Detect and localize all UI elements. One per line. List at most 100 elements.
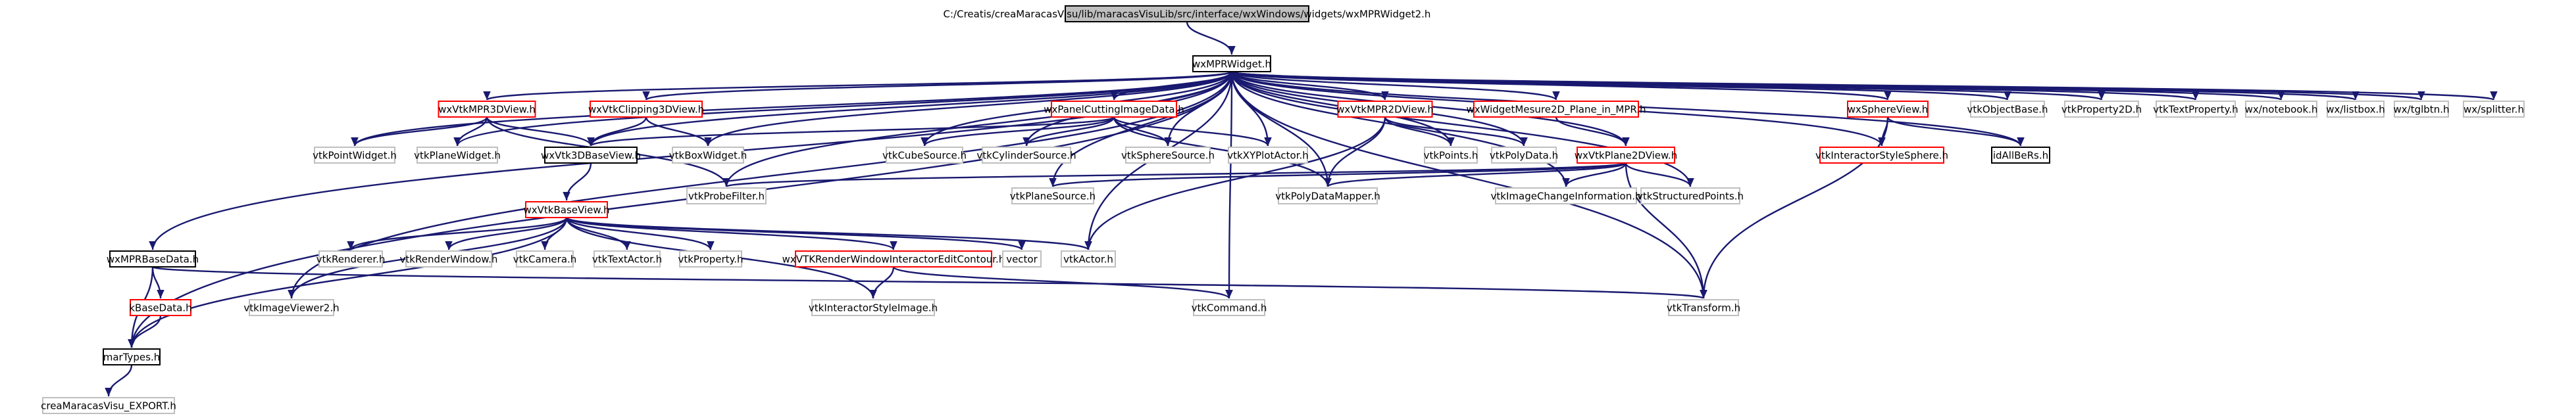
- node-box[interactable]: [438, 101, 536, 118]
- node-vtkPoints[interactable]: vtkPoints.h: [1424, 147, 1478, 164]
- node-wxVtkPlane2DView[interactable]: wxVtkPlane2DView.h: [1575, 147, 1677, 164]
- node-box[interactable]: [1991, 147, 2050, 164]
- node-vtkCommand[interactable]: vtkCommand.h: [1192, 299, 1267, 316]
- node-vtkCamera[interactable]: vtkCamera.h: [513, 250, 577, 268]
- node-box[interactable]: [405, 250, 492, 268]
- node-vtkPointWidget[interactable]: vtkPointWidget.h: [313, 147, 397, 164]
- node-marTypes[interactable]: marTypes.h: [103, 348, 161, 365]
- node-vtkRenderer[interactable]: vtkRenderer.h: [316, 250, 386, 268]
- node-box[interactable]: [795, 250, 992, 268]
- node-vtkPlaneWidget[interactable]: vtkPlaneWidget.h: [414, 147, 501, 164]
- node-box[interactable]: [109, 250, 196, 268]
- node-box[interactable]: [2064, 101, 2139, 118]
- node-box[interactable]: [811, 299, 935, 316]
- node-wxtglbtn[interactable]: wx/tglbtn.h: [2394, 101, 2450, 118]
- node-vtkProbeFilter[interactable]: vtkProbeFilter.h: [686, 187, 767, 204]
- node-kBaseData[interactable]: kBaseData.h: [129, 299, 192, 316]
- node-vtkTransform[interactable]: vtkTransform.h: [1667, 299, 1740, 316]
- node-box[interactable]: [1495, 187, 1637, 204]
- node-vtkProperty2D[interactable]: vtkProperty2D.h: [2061, 101, 2142, 118]
- node-vtkXYPlotActor[interactable]: vtkXYPlotActor.h: [1227, 147, 1309, 164]
- node-box[interactable]: [1228, 147, 1308, 164]
- node-vtkPlaneSource[interactable]: vtkPlaneSource.h: [1010, 187, 1096, 204]
- node-wxVtk3DBaseView[interactable]: wxVtk3DBaseView.h: [541, 147, 641, 164]
- node-wxVtkBaseView[interactable]: wxVtkBaseView.h: [524, 201, 610, 218]
- node-box[interactable]: [314, 147, 395, 164]
- node-box[interactable]: [982, 147, 1071, 164]
- node-box[interactable]: [1192, 55, 1271, 72]
- node-wxVTKRenderWindowInteractorEditContour[interactable]: wxVTKRenderWindowInteractorEditContour.h: [782, 250, 1005, 268]
- node-box[interactable]: [1473, 101, 1639, 118]
- node-box[interactable]: [672, 147, 744, 164]
- node-box[interactable]: [318, 250, 383, 268]
- node-root[interactable]: C:/Creatis/creaMaracasVisu/lib/maracasVi…: [944, 5, 1431, 22]
- node-wxPanelCutting[interactable]: wxPanelCuttingImageData.h: [1044, 101, 1184, 118]
- node-box[interactable]: [1847, 101, 1929, 118]
- node-box[interactable]: [593, 250, 661, 268]
- node-wxVtkMPR3DView[interactable]: wxVtkMPR3DView.h: [438, 101, 536, 118]
- node-box[interactable]: [1193, 299, 1265, 316]
- node-box[interactable]: [417, 147, 498, 164]
- node-box[interactable]: [1278, 187, 1378, 204]
- node-vtkCubeSource[interactable]: vtkCubeSource.h: [882, 147, 967, 164]
- node-box[interactable]: [1125, 147, 1211, 164]
- node-wxVtkClipping3DView[interactable]: wxVtkClipping3DView.h: [588, 101, 704, 118]
- node-box[interactable]: [2394, 101, 2449, 118]
- node-box[interactable]: [516, 250, 574, 268]
- node-box[interactable]: [130, 299, 191, 316]
- node-idAllBeRs[interactable]: idAllBeRs.h: [1991, 147, 2050, 164]
- node-vtkRenderWindow[interactable]: vtkRenderWindow.h: [400, 250, 498, 268]
- node-wxMPRBaseData[interactable]: wxMPRBaseData.h: [107, 250, 199, 268]
- node-vtkSphereSource[interactable]: vtkSphereSource.h: [1121, 147, 1215, 164]
- node-vtkCylinderSource[interactable]: vtkCylinderSource.h: [976, 147, 1076, 164]
- node-box[interactable]: [1011, 187, 1094, 204]
- node-box[interactable]: [1491, 147, 1557, 164]
- node-box[interactable]: [1061, 250, 1116, 268]
- node-vtkBoxWidget[interactable]: vtkBoxWidget.h: [669, 147, 747, 164]
- node-box[interactable]: [679, 250, 742, 268]
- node-box[interactable]: [249, 299, 334, 316]
- node-vtkTextActor[interactable]: vtkTextActor.h: [592, 250, 662, 268]
- node-vtkInteractorStyleSphere[interactable]: vtkInteractorStyleSphere.h: [1815, 147, 1948, 164]
- node-box[interactable]: [2245, 101, 2317, 118]
- node-box[interactable]: [1640, 187, 1740, 204]
- node-vtkProperty[interactable]: vtkProperty.h: [678, 250, 744, 268]
- node-box[interactable]: [1819, 147, 1944, 164]
- node-box[interactable]: [1002, 250, 1042, 268]
- node-box[interactable]: [1970, 101, 2045, 118]
- node-creaMaracasVisu_EXPORT[interactable]: creaMaracasVisu_EXPORT.h: [41, 397, 176, 414]
- node-box[interactable]: [2327, 101, 2385, 118]
- node-vtkTextProperty[interactable]: vtkTextProperty.h: [2153, 101, 2238, 118]
- node-wxsplitter[interactable]: wx/splitter.h: [2463, 101, 2525, 118]
- node-box[interactable]: [2463, 101, 2525, 118]
- node-vtkStructuredPoints[interactable]: vtkStructuredPoints.h: [1637, 187, 1744, 204]
- node-box[interactable]: [590, 101, 703, 118]
- node-box[interactable]: [525, 201, 608, 218]
- node-vtkImageChangeInformation[interactable]: vtkImageChangeInformation.h: [1491, 187, 1642, 204]
- node-wxnotebook[interactable]: wx/notebook.h: [2245, 101, 2318, 118]
- node-box[interactable]: [1065, 5, 1309, 22]
- node-box[interactable]: [1051, 101, 1177, 118]
- node-vtkPolyDataMapper[interactable]: vtkPolyDataMapper.h: [1275, 187, 1380, 204]
- node-vtkPolyData[interactable]: vtkPolyData.h: [1490, 147, 1558, 164]
- node-wxWidgetMesure[interactable]: wxWidgetMesure2D_Plane_in_MPR.h: [1466, 101, 1646, 118]
- node-box[interactable]: [1668, 299, 1739, 316]
- node-box[interactable]: [1337, 101, 1433, 118]
- node-box[interactable]: [1424, 147, 1478, 164]
- node-vtkInteractorStyleImage[interactable]: vtkInteractorStyleImage.h: [809, 299, 938, 316]
- node-box[interactable]: [1577, 147, 1675, 164]
- node-box[interactable]: [544, 147, 638, 164]
- node-wxVtkMPR2DView[interactable]: wxVtkMPR2DView.h: [1336, 101, 1434, 118]
- node-vtkActor[interactable]: vtkActor.h: [1061, 250, 1116, 268]
- node-box[interactable]: [886, 147, 963, 164]
- node-vtkImageViewer2[interactable]: vtkImageViewer2.h: [243, 299, 340, 316]
- node-wxMPRWidget[interactable]: wxMPRWidget.h: [1192, 55, 1271, 72]
- node-vtkObjectBase[interactable]: vtkObjectBase.h: [1967, 101, 2048, 118]
- node-box[interactable]: [686, 187, 767, 204]
- node-vector[interactable]: vector: [1002, 250, 1042, 268]
- node-box[interactable]: [42, 397, 175, 414]
- node-box[interactable]: [2156, 101, 2236, 118]
- node-wxSphereView[interactable]: wxSphereView.h: [1847, 101, 1929, 118]
- node-box[interactable]: [103, 348, 161, 365]
- node-wxlistbox[interactable]: wx/listbox.h: [2326, 101, 2385, 118]
